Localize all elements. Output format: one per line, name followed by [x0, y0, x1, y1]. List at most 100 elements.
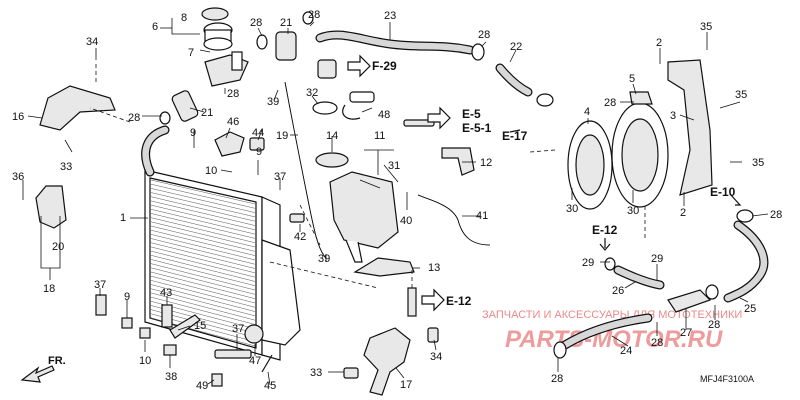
radiator-fin — [150, 213, 256, 239]
callout-28: 28 — [308, 9, 320, 21]
callout-28: 28 — [770, 209, 782, 221]
arrow-e12-icon — [421, 288, 445, 312]
overflow-tube-19 — [284, 81, 327, 259]
sensor-housing — [214, 131, 265, 157]
callout-20: 20 — [52, 241, 64, 253]
callout-28: 28 — [227, 88, 239, 100]
callout-28: 28 — [128, 112, 140, 124]
callout-27: 27 — [680, 327, 692, 339]
callout-30: 30 — [566, 203, 578, 215]
bolt-e12-center — [407, 287, 417, 317]
callout-33: 33 — [310, 367, 322, 379]
callout-28: 28 — [708, 319, 720, 331]
callout-23: 23 — [384, 10, 396, 22]
bracket-20 — [35, 185, 67, 229]
radiator-fin — [150, 234, 256, 261]
radiator-fin — [150, 221, 256, 248]
callout-42: 42 — [294, 231, 306, 243]
radiator-fin — [150, 200, 256, 226]
callout-38: 38 — [165, 371, 177, 383]
callout-39: 39 — [267, 96, 279, 108]
hose-22 — [495, 63, 554, 107]
radiator-fin — [150, 280, 256, 308]
arrow-e17-icon — [509, 129, 521, 133]
hose-24 — [553, 313, 653, 359]
callout-31: 31 — [388, 160, 400, 172]
callout-48: 48 — [378, 109, 390, 121]
fan-assembly — [567, 59, 713, 210]
callout-35: 35 — [700, 21, 712, 33]
callout-17: 17 — [400, 379, 412, 391]
callout-21: 21 — [201, 107, 213, 119]
radiator-core — [141, 125, 301, 361]
arrow-e5-icon — [427, 106, 451, 130]
hose-23 — [315, 30, 485, 61]
callout-30: 30 — [627, 205, 639, 217]
front-direction-label: FR. — [48, 355, 66, 367]
bolt-42 — [289, 213, 305, 223]
radiator-fin — [150, 284, 256, 312]
callout-numbers: 6 8 7 28 21 28 23 28 22 34 16 28 28 39 3… — [12, 9, 782, 392]
reserve-tank-cap — [315, 152, 349, 168]
radiator-fin — [150, 188, 256, 213]
callout-49: 49 — [196, 380, 208, 392]
radiator-fin — [150, 246, 256, 274]
reserve-tank — [329, 171, 399, 263]
reference-arrows — [20, 54, 742, 383]
callout-2: 2 — [680, 207, 686, 219]
callout-6: 6 — [152, 21, 158, 33]
watermark-logo-text: PARTS-MOTOR.RU — [505, 326, 723, 353]
callout-44: 44 — [252, 127, 264, 139]
hose-21-upper — [256, 11, 314, 61]
callout-39: 39 — [318, 253, 330, 265]
callout-10: 10 — [205, 165, 217, 177]
callout-28: 28 — [478, 29, 490, 41]
callout-9: 9 — [256, 146, 262, 158]
radiator-fin — [150, 275, 256, 304]
hose-41 — [417, 194, 491, 246]
callout-37: 37 — [232, 323, 244, 335]
radiator-fin — [150, 217, 256, 243]
callout-33: 33 — [60, 161, 72, 173]
callout-35: 35 — [752, 157, 764, 169]
callout-1: 1 — [120, 212, 126, 224]
hose-21-lower — [159, 90, 199, 125]
callout-4: 4 — [584, 106, 590, 118]
callout-12: 12 — [480, 157, 492, 169]
callout-21: 21 — [280, 17, 292, 29]
ref-e10: E-10 — [710, 185, 736, 199]
bracket-16 — [39, 85, 116, 131]
callout-9: 9 — [190, 127, 196, 139]
hose-25 — [723, 209, 769, 303]
leader-lines — [22, 18, 769, 386]
callout-11: 11 — [374, 130, 385, 142]
radiator-fin — [150, 196, 256, 222]
diagram-code: MFJ4F3100A — [700, 374, 754, 384]
callout-19: 19 — [276, 130, 288, 142]
callout-46: 46 — [227, 116, 239, 128]
stay-13 — [353, 257, 415, 277]
callout-7: 7 — [188, 47, 194, 59]
clip-parts — [312, 59, 375, 120]
fitting-27 — [667, 284, 719, 313]
radiator-fin — [150, 250, 256, 278]
hose-26 — [604, 257, 665, 290]
bracket-17 — [343, 327, 439, 396]
callout-9: 9 — [124, 291, 130, 303]
guide-lines — [89, 64, 646, 290]
radiator-fin — [150, 204, 256, 231]
radiator-fin — [150, 296, 256, 325]
ref-e5: E-5 — [462, 107, 481, 121]
callout-47: 47 — [249, 355, 261, 367]
callout-16: 16 — [12, 111, 24, 123]
ref-e12-center: E-12 — [446, 294, 472, 308]
radiator-fin — [150, 183, 256, 209]
radiator-fin — [150, 242, 256, 269]
callout-5: 5 — [629, 73, 635, 85]
callout-10: 10 — [139, 355, 151, 367]
radiator-fin — [150, 225, 256, 252]
radiator-fin — [150, 263, 256, 291]
callout-37: 37 — [94, 279, 106, 291]
ref-e12-right: E-12 — [592, 223, 618, 237]
